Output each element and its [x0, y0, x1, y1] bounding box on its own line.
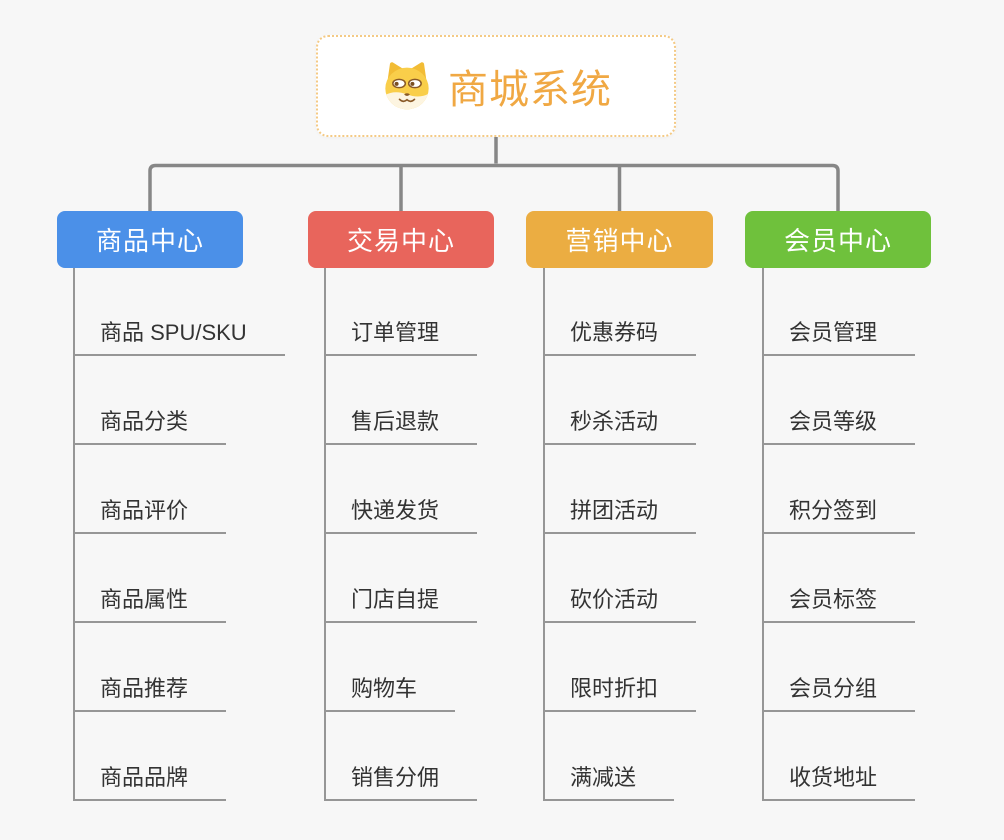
leaf-node[interactable]: 门店自提 [326, 583, 478, 623]
leaf-node[interactable]: 商品品牌 [75, 761, 227, 801]
leaf-node[interactable]: 会员标签 [764, 583, 916, 623]
branch-rail-line [148, 163, 840, 211]
leaf-node[interactable]: 商品 SPU/SKU [75, 316, 285, 356]
leaf-node[interactable]: 拼团活动 [545, 494, 697, 534]
leaf-node[interactable]: 商品推荐 [75, 672, 227, 712]
leaf-node[interactable]: 商品属性 [75, 583, 227, 623]
branch-items-marketing: 优惠券码 秒杀活动 拼团活动 砍价活动 限时折扣 满减送 [543, 268, 773, 801]
leaf-node[interactable]: 秒杀活动 [545, 405, 697, 445]
leaf-node[interactable]: 商品分类 [75, 405, 227, 445]
leaf-node[interactable]: 砍价活动 [545, 583, 697, 623]
leaf-node[interactable]: 限时折扣 [545, 672, 697, 712]
branch-items-member: 会员管理 会员等级 积分签到 会员标签 会员分组 收货地址 [762, 268, 992, 801]
branch-label: 商品中心 [95, 226, 204, 256]
branch-product-center[interactable]: 商品中心 [57, 211, 243, 268]
leaf-node[interactable]: 购物车 [326, 672, 456, 712]
branch-label: 会员中心 [783, 226, 892, 256]
branch-trade-center[interactable]: 交易中心 [308, 211, 494, 268]
leaf-node[interactable]: 销售分佣 [326, 761, 478, 801]
root-title: 商城系统 [448, 68, 612, 112]
branch-label: 营销中心 [565, 226, 674, 256]
branch-items-product: 商品 SPU/SKU 商品分类 商品评价 商品属性 商品推荐 商品品牌 [73, 268, 303, 801]
dog-face-icon [385, 62, 429, 110]
leaf-node[interactable]: 会员等级 [764, 405, 916, 445]
branch-marketing-center[interactable]: 营销中心 [526, 211, 713, 268]
leaf-node[interactable]: 优惠券码 [545, 316, 697, 356]
leaf-node[interactable]: 积分签到 [764, 494, 916, 534]
root-node[interactable]: 商城系统 [316, 35, 676, 137]
leaf-node[interactable]: 满减送 [545, 761, 675, 801]
branch-items-trade: 订单管理 售后退款 快递发货 门店自提 购物车 销售分佣 [324, 268, 554, 801]
leaf-node[interactable]: 收货地址 [764, 761, 916, 801]
leaf-node[interactable]: 快递发货 [326, 494, 478, 534]
branch-member-center[interactable]: 会员中心 [745, 211, 931, 268]
leaf-node[interactable]: 会员管理 [764, 316, 916, 356]
leaf-node[interactable]: 商品评价 [75, 494, 227, 534]
leaf-node[interactable]: 售后退款 [326, 405, 478, 445]
leaf-node[interactable]: 订单管理 [326, 316, 478, 356]
leaf-node[interactable]: 会员分组 [764, 672, 916, 712]
branch-label: 交易中心 [346, 226, 455, 256]
